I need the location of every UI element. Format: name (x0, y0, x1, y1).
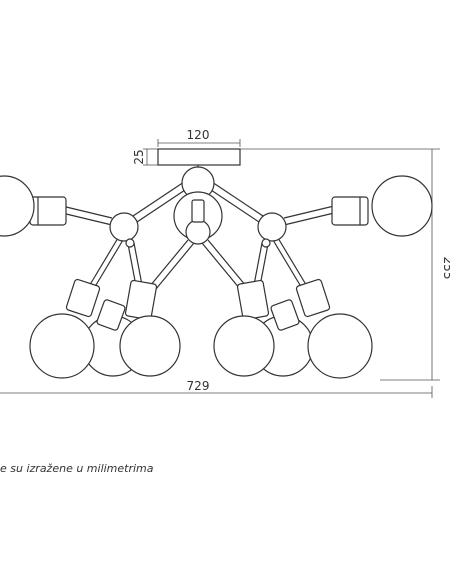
dim-canopy-height: 25 (132, 149, 146, 164)
right-joint (261, 238, 271, 248)
dim-canopy-width: 120 (187, 128, 210, 142)
dim-total-height: 255 (441, 257, 450, 280)
center-small-hub (185, 219, 211, 245)
dimension-lines (0, 139, 440, 398)
bulb-lower-left-outer (29, 278, 101, 379)
left-joint (125, 238, 135, 248)
bulb-upper-right (331, 175, 433, 237)
dim-total-width: 729 (187, 379, 210, 393)
bulb-lower-center-right (213, 279, 275, 377)
ceiling-canopy (157, 148, 241, 166)
units-note: e su izražene u milimetrima (0, 462, 154, 475)
left-hub (109, 212, 139, 242)
center-socket (191, 199, 205, 223)
bulb-upper-left (0, 175, 67, 237)
right-hub (257, 212, 287, 242)
bulb-lower-right-outer (295, 278, 373, 379)
bulb-lower-center-left (119, 279, 181, 377)
arms (61, 181, 335, 291)
